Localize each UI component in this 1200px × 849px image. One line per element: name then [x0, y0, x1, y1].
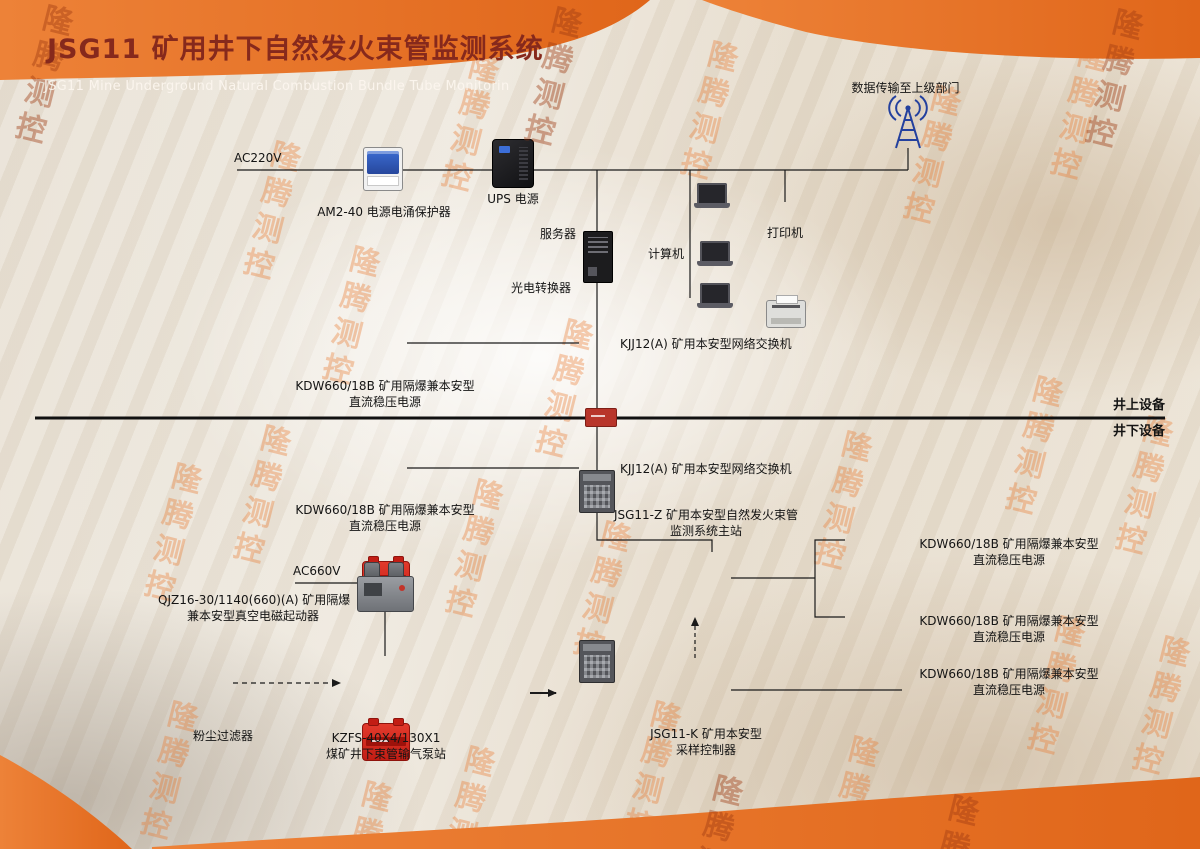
dc-power-supply-label: KDW660/18B 矿用隔爆兼本安型 直流稳压电源 — [288, 378, 482, 410]
page-subtitle: JSG11 Mine Underground Natural Combustio… — [44, 79, 510, 94]
magnetic-starter-icon — [357, 562, 414, 612]
sampling-controller-label: JSG11-K 矿用本安型 采样控制器 — [628, 726, 784, 758]
server-icon — [583, 231, 613, 283]
network-switch-label: KJJ12(A) 矿用本安型网络交换机 — [620, 461, 850, 477]
laptop-icon — [694, 183, 730, 210]
network-switch-icon — [579, 640, 615, 683]
ups-icon — [492, 139, 534, 188]
zone-above-label: 井上设备 — [1085, 398, 1165, 414]
dc-power-supply-label: KDW660/18B 矿用隔爆兼本安型 直流稳压电源 — [903, 613, 1115, 645]
main-station-label: JSG11-Z 矿用本安型自然发火束管 监测系统主站 — [608, 507, 804, 539]
surge-protector-icon — [363, 147, 403, 191]
page-title: JSG11 矿用井下自然发火束管监测系统 — [47, 27, 544, 66]
optic-converter-label: 光电转换器 — [502, 280, 580, 296]
network-switch-label: KJJ12(A) 矿用本安型网络交换机 — [620, 336, 850, 352]
surge-protector-label: AM2-40 电源电涌保护器 — [298, 204, 470, 220]
dust-filter-label: 粉尘过滤器 — [183, 728, 263, 744]
wire-mainstation-psu — [731, 540, 845, 617]
ups-label: UPS 电源 — [477, 191, 549, 207]
computer-label: 计算机 — [644, 246, 688, 262]
dc-power-supply-label: KDW660/18B 矿用隔爆兼本安型 直流稳压电源 — [903, 666, 1115, 698]
laptop-icon — [697, 283, 733, 310]
optic-converter-icon — [585, 408, 617, 427]
data-link-label: 数据传输至上级部门 — [823, 80, 988, 96]
antenna-icon — [880, 92, 936, 150]
laptop-icon — [697, 241, 733, 268]
dc-power-supply-label: KDW660/18B 矿用隔爆兼本安型 直流稳压电源 — [903, 536, 1115, 568]
dc-power-supply-icon — [844, 833, 892, 849]
printer-label: 打印机 — [763, 225, 807, 241]
printer-icon — [766, 300, 806, 328]
zone-below-label: 井下设备 — [1085, 424, 1165, 440]
magnetic-starter-label: QJZ16-30/1140(660)(A) 矿用隔爆 兼本安型真空电磁起动器 — [158, 592, 348, 624]
ac220v-label: AC220V — [234, 150, 304, 166]
pump-station-label: KZFS-40X4/130X1 煤矿井下束管输气泵站 — [308, 730, 464, 762]
ac660v-label: AC660V — [293, 563, 353, 579]
server-label: 服务器 — [536, 226, 580, 242]
dc-power-supply-label: KDW660/18B 矿用隔爆兼本安型 直流稳压电源 — [288, 502, 482, 534]
